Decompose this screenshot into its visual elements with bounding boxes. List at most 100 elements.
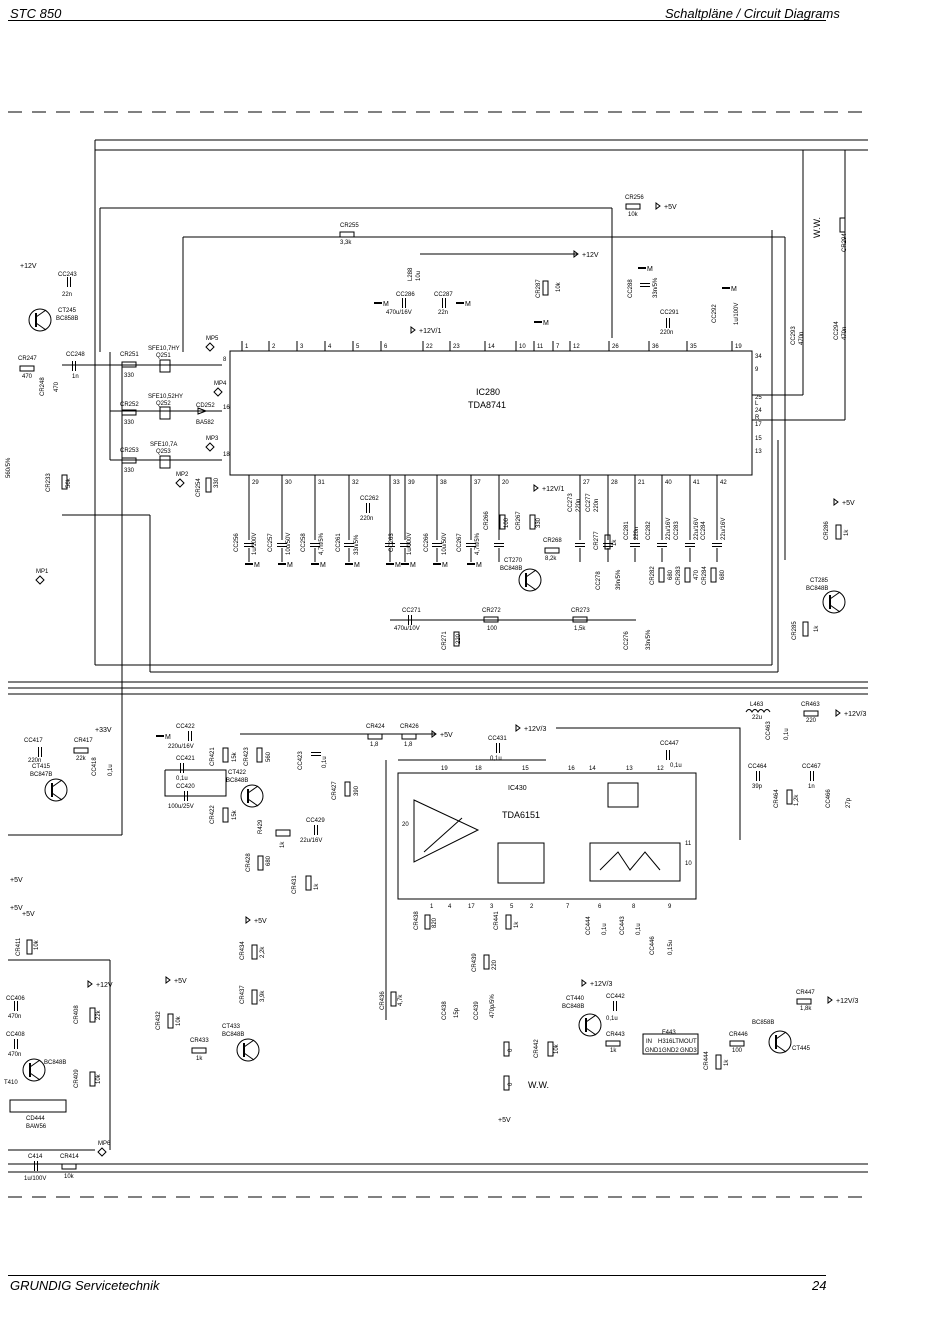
label-cr247v: 470 bbox=[22, 374, 33, 380]
label-cc293: CC293 bbox=[791, 326, 797, 345]
label-cc444: CC444 bbox=[586, 916, 592, 935]
ic280-pin: 28 bbox=[611, 480, 618, 486]
f443-gnd1: GND1 bbox=[645, 1048, 662, 1054]
label-cr439: CR439 bbox=[472, 953, 478, 972]
ic280-body bbox=[229, 350, 753, 476]
transistor-emitter bbox=[829, 604, 841, 613]
ww-label-lower: W.W. bbox=[528, 1080, 549, 1090]
label-cc262: CC262 bbox=[360, 496, 379, 502]
f443-gnd2: GND2 bbox=[662, 1048, 679, 1054]
transistor-body bbox=[768, 1030, 792, 1054]
ground-label: M bbox=[543, 320, 549, 327]
label-cc417: CC417 bbox=[24, 738, 43, 744]
label-cr464: CR464 bbox=[774, 789, 780, 808]
label-cr411: CR411 bbox=[16, 937, 22, 956]
filter-q252 bbox=[159, 406, 171, 420]
resistor bbox=[222, 807, 229, 823]
label-cr252: CR252 bbox=[120, 402, 139, 408]
ground-label: M bbox=[354, 562, 360, 569]
label-q253: Q253 bbox=[156, 449, 171, 455]
label-cr285v: 1k bbox=[814, 625, 820, 632]
label-cc414v: 1u/100V bbox=[24, 1176, 46, 1182]
label-cr428v: 680 bbox=[266, 855, 272, 866]
transistor-collector bbox=[35, 309, 47, 318]
transistor-body bbox=[28, 308, 52, 332]
label-sfe3: SFE10,7A bbox=[150, 442, 177, 448]
transistor-collector bbox=[243, 1039, 255, 1048]
label-cc293v: 470n bbox=[799, 332, 805, 345]
label-cc439: CC439 bbox=[474, 1001, 480, 1020]
f443-body bbox=[642, 1033, 699, 1055]
supply-label: +12V/1 bbox=[542, 486, 564, 493]
supply-label: +12V bbox=[96, 982, 113, 989]
transistor-collector bbox=[247, 785, 259, 794]
ic280-pin: 4 bbox=[328, 344, 332, 350]
label-cr266: CR266 bbox=[484, 511, 490, 530]
label-cc257: CC257 bbox=[268, 533, 274, 552]
label-ct422: CT422 bbox=[228, 770, 247, 776]
ic280-pin: 26 bbox=[612, 344, 619, 350]
label-cr446: CR446 bbox=[729, 1032, 748, 1038]
transistor-emitter bbox=[51, 792, 63, 801]
resistor bbox=[390, 991, 397, 1007]
label-cc282: CC282 bbox=[646, 521, 652, 540]
label-cr432v: 10k bbox=[176, 1015, 182, 1026]
f443-pin-in: IN bbox=[646, 1039, 652, 1045]
label-cc431: CC431 bbox=[488, 736, 507, 742]
label-cr441: CR441 bbox=[494, 911, 500, 930]
measure-point bbox=[205, 342, 215, 352]
label-cc248v: 1n bbox=[72, 374, 79, 380]
label-cc288: CC288 bbox=[628, 279, 634, 298]
label-cc467v: 1n bbox=[808, 784, 815, 790]
ground-label: M bbox=[254, 562, 260, 569]
ic280-pin: 23 bbox=[453, 344, 460, 350]
capacitor bbox=[184, 791, 188, 801]
supply-arrow bbox=[655, 202, 661, 210]
ic280-pin: 33 bbox=[393, 480, 400, 486]
label-cc276: CC276 bbox=[624, 631, 630, 650]
label-l463: L463 bbox=[750, 702, 764, 708]
label-cr422v: 15k bbox=[232, 809, 238, 820]
label-cr272v: 100 bbox=[487, 626, 498, 632]
diode-cd444 bbox=[9, 1099, 67, 1113]
ground-label: M bbox=[410, 562, 416, 569]
label-cr444v: 1k bbox=[724, 1059, 730, 1066]
label-ct415t: BC847B bbox=[30, 772, 52, 778]
components bbox=[9, 202, 846, 1171]
label-cr428: CR428 bbox=[246, 853, 252, 872]
capacitor bbox=[575, 543, 585, 547]
transistor-body bbox=[236, 1038, 260, 1062]
resistor bbox=[339, 231, 355, 238]
resistor bbox=[658, 567, 665, 583]
label-ct440: CT440 bbox=[566, 996, 585, 1002]
measure-point bbox=[35, 575, 45, 585]
ic280-pin: 6 bbox=[384, 344, 388, 350]
label-cc287v: 22n bbox=[438, 310, 448, 316]
label-cc258: CC258 bbox=[301, 533, 307, 552]
label-cc271v: 470u/10V bbox=[394, 626, 420, 632]
ic430-pin: 10 bbox=[685, 861, 692, 867]
supply-arrow bbox=[515, 724, 521, 732]
resistor bbox=[547, 1041, 554, 1057]
label-cc429: CC429 bbox=[306, 818, 325, 824]
rail-5v-a: +5V bbox=[10, 877, 23, 884]
label-ct433: CT433 bbox=[222, 1024, 241, 1030]
label-cc420v: 100u/25V bbox=[168, 804, 194, 810]
supply-label: +5V bbox=[664, 204, 677, 211]
supply-label: +5V bbox=[254, 918, 267, 925]
label-cc439v: 470p/5% bbox=[490, 994, 496, 1018]
label-cr437v: 3,9k bbox=[260, 990, 266, 1002]
transistor-body bbox=[22, 1058, 46, 1082]
label-cr254v: 330 bbox=[214, 477, 220, 488]
resistor bbox=[544, 547, 560, 554]
ic280-pin: 40 bbox=[665, 480, 672, 486]
label-cr277v: 1k bbox=[612, 539, 618, 546]
ic430-sawtooth bbox=[589, 842, 681, 882]
label-cc406v: 470n bbox=[8, 1014, 21, 1020]
label-cr439v: 220 bbox=[492, 959, 498, 970]
ww-label: W.W. bbox=[812, 217, 822, 238]
resistor bbox=[710, 567, 717, 583]
capacitor bbox=[402, 298, 406, 308]
supply-arrow bbox=[827, 996, 833, 1004]
resistor bbox=[802, 621, 809, 637]
